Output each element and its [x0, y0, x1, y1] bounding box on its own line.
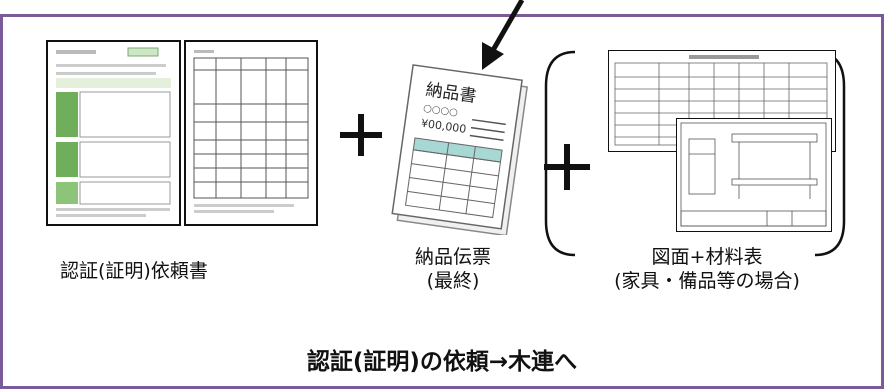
slip-amount: ¥00,000 — [420, 117, 467, 136]
drawing-caption: 図面+材料表 (家具・備品等の場合) — [576, 246, 838, 294]
pointer-arrow — [482, 0, 525, 70]
request-form-document — [46, 40, 181, 226]
footer-instruction: 認証(証明)の依頼→木連へ — [306, 349, 578, 375]
delivery-slip-caption-line2: (最終) — [426, 269, 480, 292]
request-form-caption: 認証(証明)依頼書 — [60, 260, 208, 282]
drawing-document — [676, 118, 832, 232]
plus-icon — [340, 114, 382, 156]
drawing-caption-line1: 図面+材料表 — [651, 246, 763, 268]
drawing-caption-line2: (家具・備品等の場合) — [614, 269, 800, 292]
delivery-slip-illustration: 納品書 ○○○○ ¥00,000 — [391, 64, 529, 235]
slip-circles: ○○○○ — [422, 103, 458, 119]
diagram-frame — [0, 14, 884, 389]
delivery-slip-caption-line1: 納品伝票 — [414, 246, 491, 268]
request-form-attachment-document — [184, 40, 318, 226]
delivery-slip-caption: 納品伝票 (最終) — [398, 246, 508, 294]
